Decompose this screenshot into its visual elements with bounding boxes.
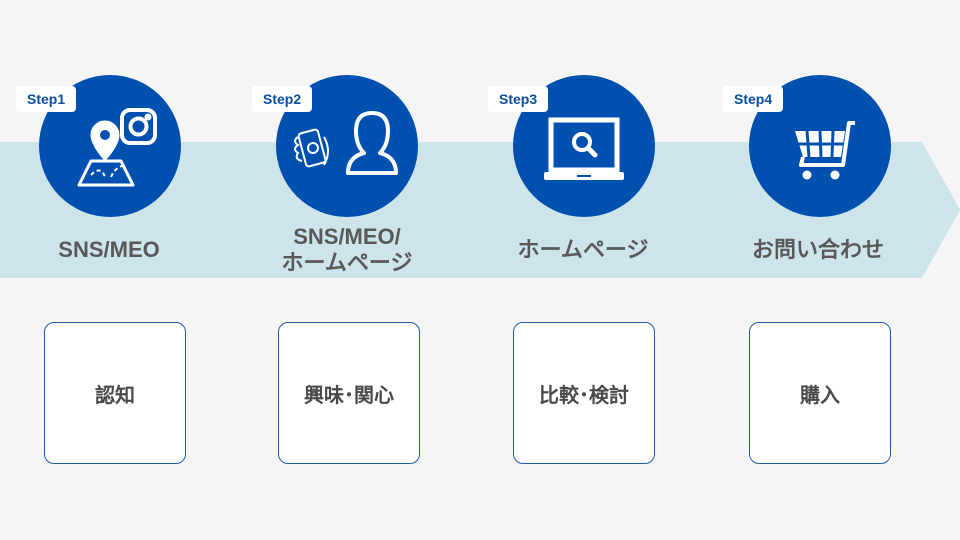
step2-badge: Step2 bbox=[252, 86, 313, 112]
shopping-cart-icon bbox=[795, 121, 855, 180]
smartphone-hand-icon bbox=[294, 128, 329, 168]
flow-arrow-band bbox=[0, 142, 960, 278]
step3-label: ホームページ bbox=[517, 237, 649, 262]
map-pin-icon bbox=[77, 120, 135, 187]
stage-box-interest: 興味･関心 bbox=[278, 322, 420, 464]
step2-label: SNS/MEO/ ホームページ bbox=[247, 224, 447, 276]
stage-box-awareness: 認知 bbox=[44, 322, 186, 464]
person-icon bbox=[346, 111, 398, 175]
step2-label-line1: SNS/MEO/ bbox=[293, 224, 401, 249]
step1-label: SNS/MEO bbox=[58, 237, 160, 262]
step4-icon-circle bbox=[749, 75, 891, 217]
step1-badge: Step1 bbox=[16, 86, 77, 112]
step3-badge: Step3 bbox=[488, 86, 549, 112]
stage-box-comparison: 比較･検討 bbox=[513, 322, 655, 464]
instagram-icon bbox=[120, 108, 157, 145]
stage-box-purchase: 購入 bbox=[749, 322, 891, 464]
step2-label-line2: ホームページ bbox=[281, 250, 413, 275]
laptop-search-icon bbox=[544, 117, 624, 180]
step4-label: お問い合わせ bbox=[751, 237, 884, 262]
step4-badge: Step4 bbox=[723, 86, 784, 112]
